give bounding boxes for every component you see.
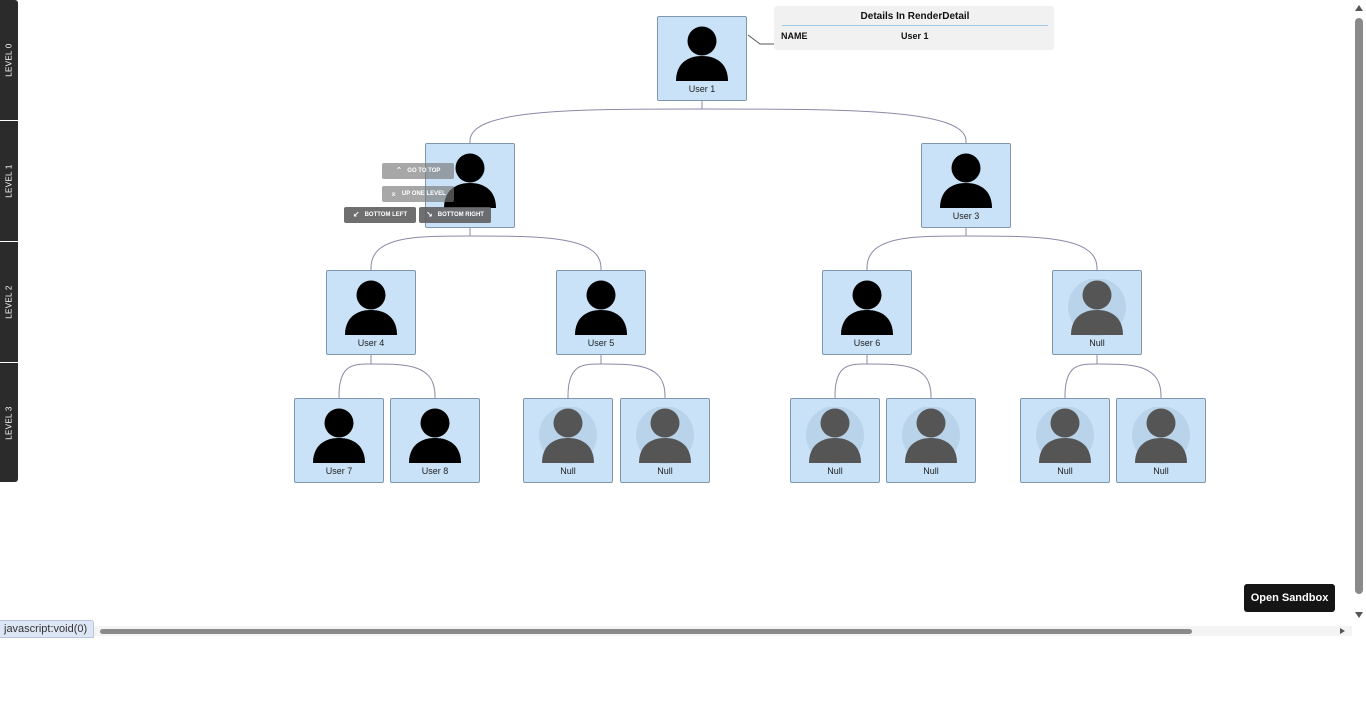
level-3-label: LEVEL 3 xyxy=(4,405,14,440)
tree-node[interactable]: User 1 xyxy=(657,16,747,101)
tree-node-label: Null xyxy=(827,466,843,476)
tree-node-label: Null xyxy=(1153,466,1169,476)
tree-node[interactable]: User 6 xyxy=(822,270,912,355)
tree-node-label: User 5 xyxy=(587,338,615,348)
arrow-down-left-icon: ↙ xyxy=(352,210,360,219)
chevron-up-icon: ⌃ xyxy=(395,166,403,175)
vertical-scrollbar[interactable] xyxy=(1352,0,1366,626)
horizontal-scroll-thumb[interactable] xyxy=(100,629,1192,634)
level-2-label: LEVEL 2 xyxy=(4,285,14,319)
tree-node[interactable]: User 3 xyxy=(921,143,1011,228)
link-path xyxy=(866,235,967,270)
tree-node-label: Null xyxy=(1089,338,1105,348)
link-path xyxy=(567,363,602,398)
null-user-icon xyxy=(806,407,864,464)
horizontal-scrollbar[interactable] xyxy=(0,626,1352,636)
bottom-right-button[interactable]: ↘ BOTTOM RIGHT xyxy=(419,207,491,223)
up-one-level-button[interactable]: ⌅ UP ONE LEVEL xyxy=(382,186,454,202)
status-url: javascript:void(0) xyxy=(0,620,95,638)
tree-node[interactable]: Null xyxy=(523,398,613,483)
tree-node-label: User 8 xyxy=(421,466,449,476)
scroll-right-arrow-icon[interactable] xyxy=(1340,628,1345,634)
tree-node-label: User 6 xyxy=(853,338,881,348)
details-key: NAME xyxy=(781,31,808,41)
go-to-top-label: GO TO TOP xyxy=(407,168,441,174)
tree-node-label: User 4 xyxy=(357,338,385,348)
link-path xyxy=(338,363,372,398)
null-user-icon xyxy=(636,407,694,464)
up-one-level-label: UP ONE LEVEL xyxy=(401,191,446,197)
tree-node-label: User 1 xyxy=(688,84,716,94)
level-bar: LEVEL 0 LEVEL 1 LEVEL 2 LEVEL 3 xyxy=(0,0,18,482)
link-path xyxy=(1064,363,1098,398)
bottom-left-button[interactable]: ↙ BOTTOM LEFT xyxy=(344,207,416,223)
details-panel: Details In RenderDetail NAME User 1 xyxy=(774,6,1054,50)
tree-node[interactable]: Null xyxy=(620,398,710,483)
user-icon xyxy=(676,26,728,81)
level-1[interactable]: LEVEL 1 xyxy=(0,121,18,242)
tree-node[interactable]: Null xyxy=(886,398,976,483)
user-icon xyxy=(940,153,992,208)
link-path xyxy=(370,363,436,398)
level-3[interactable]: LEVEL 3 xyxy=(0,363,18,482)
details-value: User 1 xyxy=(901,31,929,41)
link-path xyxy=(469,235,602,270)
details-connector xyxy=(747,34,775,45)
bottom-left-label: BOTTOM LEFT xyxy=(364,212,408,218)
tree-node[interactable]: User 8 xyxy=(390,398,480,483)
link-path xyxy=(600,363,666,398)
user-icon xyxy=(409,408,461,463)
null-user-icon xyxy=(539,407,597,464)
open-sandbox-button[interactable]: Open Sandbox xyxy=(1244,584,1335,612)
user-icon xyxy=(345,280,397,335)
level-0-label: LEVEL 0 xyxy=(4,43,14,77)
link-path xyxy=(701,108,967,143)
vertical-scroll-thumb[interactable] xyxy=(1355,18,1363,594)
link-path xyxy=(965,235,1098,270)
link-path xyxy=(469,108,703,143)
tree-node[interactable]: User 4 xyxy=(326,270,416,355)
null-user-icon xyxy=(1036,407,1094,464)
tree-node-label: Null xyxy=(923,466,939,476)
scroll-down-arrow-icon[interactable] xyxy=(1355,612,1363,618)
user-icon xyxy=(575,280,627,335)
scroll-up-arrow-icon[interactable] xyxy=(1355,5,1363,11)
user-icon xyxy=(444,153,496,208)
go-to-top-button[interactable]: ⌃ GO TO TOP xyxy=(382,163,454,179)
tree-node-label: Null xyxy=(1057,466,1073,476)
null-user-icon xyxy=(1068,279,1126,336)
link-path xyxy=(370,235,471,270)
double-chevron-up-icon: ⌅ xyxy=(390,189,397,198)
tree-node-label: Null xyxy=(560,466,576,476)
link-path xyxy=(866,363,932,398)
level-1-label: LEVEL 1 xyxy=(4,164,14,198)
null-user-icon xyxy=(1132,407,1190,464)
link-path xyxy=(834,363,868,398)
user-icon xyxy=(841,280,893,335)
tree-node[interactable]: User 7 xyxy=(294,398,384,483)
arrow-down-right-icon: ↘ xyxy=(426,210,433,219)
tree-node[interactable]: Null xyxy=(1052,270,1142,355)
tree-node-label: User 7 xyxy=(325,466,353,476)
tree-node[interactable]: Null xyxy=(1116,398,1206,483)
details-title: Details In RenderDetail xyxy=(782,11,1048,26)
tree-node[interactable]: User 5 xyxy=(556,270,646,355)
level-0[interactable]: LEVEL 0 xyxy=(0,0,18,121)
user-icon xyxy=(313,408,365,463)
tree-node[interactable]: Null xyxy=(1020,398,1110,483)
bottom-right-label: BOTTOM RIGHT xyxy=(437,212,484,218)
null-user-icon xyxy=(902,407,960,464)
link-path xyxy=(1096,363,1162,398)
level-2[interactable]: LEVEL 2 xyxy=(0,242,18,363)
tree-node-label: Null xyxy=(657,466,673,476)
tree-node[interactable]: Null xyxy=(790,398,880,483)
tree-node-label: User 3 xyxy=(952,211,980,221)
